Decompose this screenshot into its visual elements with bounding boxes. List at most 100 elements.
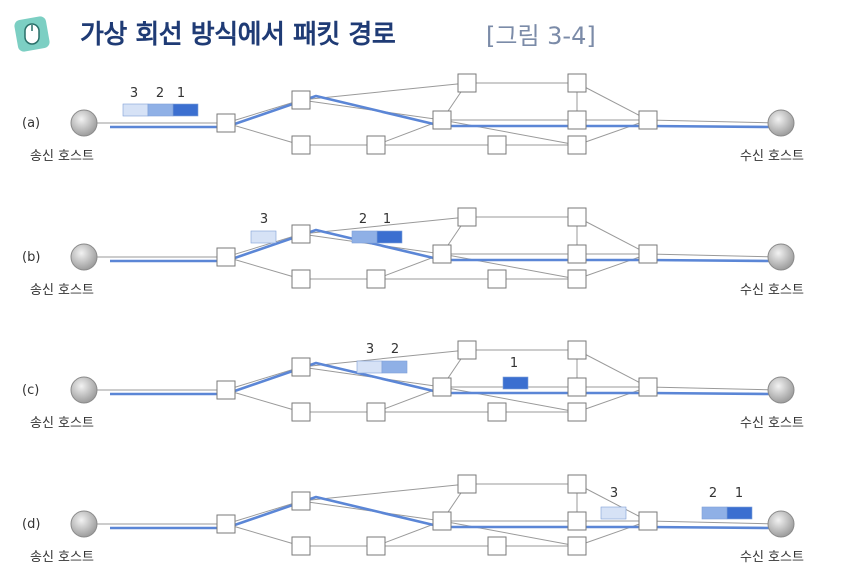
router-node (567, 474, 587, 494)
destination-host-icon (767, 510, 795, 538)
router-node (567, 73, 587, 93)
router-node (216, 514, 236, 534)
packet-number: 2 (156, 86, 164, 101)
destination-host-label: 수신 호스트 (740, 416, 804, 431)
packet-2 (351, 230, 378, 244)
router-node (291, 402, 311, 422)
router-node (216, 380, 236, 400)
router-node (457, 73, 477, 93)
router-node (567, 340, 587, 360)
packet-number: 2 (359, 212, 367, 227)
router-node (487, 402, 507, 422)
packet-2 (701, 506, 728, 520)
router-node (567, 207, 587, 227)
router-node (432, 377, 452, 397)
packet-3 (600, 506, 627, 520)
router-node (366, 135, 386, 155)
router-node (432, 110, 452, 130)
destination-host-label: 수신 호스트 (740, 550, 804, 565)
packet-1 (726, 506, 753, 520)
figure-reference: [그림 3-4] (486, 22, 596, 50)
router-node (366, 536, 386, 556)
virtual-circuit-path (110, 94, 771, 129)
link-J-K (576, 386, 649, 413)
packet-3 (250, 230, 277, 244)
destination-host-icon (767, 243, 795, 271)
title-bar: 가상 회선 방식에서 패킷 경로 [그림 3-4] (0, 0, 867, 70)
link-A-B (225, 366, 302, 391)
destination-host-icon (767, 109, 795, 137)
router-node (291, 224, 311, 244)
source-host-label: 송신 호스트 (30, 550, 94, 565)
source-host-icon (70, 109, 98, 137)
packet-number: 3 (130, 86, 138, 101)
link-A-C (225, 523, 302, 547)
panel-tag: (a) (22, 116, 40, 131)
packet-2 (381, 360, 408, 374)
router-node (216, 113, 236, 133)
panel-tag: (c) (22, 383, 39, 398)
destination-host-label: 수신 호스트 (740, 149, 804, 164)
router-node (457, 207, 477, 227)
link-B-F (300, 483, 468, 502)
router-node (567, 402, 587, 422)
link-H-K (576, 349, 649, 388)
packet-number: 1 (177, 86, 185, 101)
source-host-label: 송신 호스트 (30, 283, 94, 298)
source-host-icon (70, 243, 98, 271)
virtual-circuit-path (110, 361, 771, 396)
router-node (567, 244, 587, 264)
link-B-F (300, 349, 468, 368)
link-H-K (576, 483, 649, 522)
link-E-J (441, 520, 578, 547)
link-A-B (225, 99, 302, 124)
link-B-F (300, 82, 468, 101)
router-node (366, 269, 386, 289)
router-node (366, 402, 386, 422)
link-K-DST (647, 386, 782, 391)
router-node (432, 511, 452, 531)
source-host-label: 송신 호스트 (30, 416, 94, 431)
link-H-K (576, 82, 649, 121)
packet-number: 1 (383, 212, 391, 227)
destination-host-icon (767, 376, 795, 404)
link-A-C (225, 122, 302, 146)
virtual-circuit-path (110, 228, 771, 263)
link-J-K (576, 253, 649, 280)
router-node (567, 135, 587, 155)
router-node (567, 377, 587, 397)
link-J-K (576, 520, 649, 547)
link-E-J (441, 253, 578, 280)
link-E-J (441, 119, 578, 146)
router-node (216, 247, 236, 267)
router-node (567, 536, 587, 556)
router-node (487, 269, 507, 289)
router-node (291, 357, 311, 377)
link-A-C (225, 256, 302, 280)
router-node (567, 511, 587, 531)
packet-number: 1 (510, 356, 518, 371)
router-node (432, 244, 452, 264)
mouse-icon (14, 16, 50, 52)
router-node (291, 269, 311, 289)
link-K-DST (647, 119, 782, 124)
packet-number: 3 (610, 486, 618, 501)
packet-number: 2 (391, 342, 399, 357)
link-B-F (300, 216, 468, 235)
link-A-B (225, 500, 302, 525)
source-host-icon (70, 510, 98, 538)
packet-number: 1 (735, 486, 743, 501)
packet-number: 2 (709, 486, 717, 501)
panel-c: (c) 송신 호스트 수신 호스트 3 2 1 (22, 340, 804, 431)
packet-number: 3 (366, 342, 374, 357)
router-node (567, 110, 587, 130)
router-node (457, 340, 477, 360)
router-node (291, 90, 311, 110)
router-node (291, 135, 311, 155)
router-node (638, 377, 658, 397)
packet-1 (376, 230, 403, 244)
link-A-C (225, 389, 302, 413)
router-node (638, 110, 658, 130)
